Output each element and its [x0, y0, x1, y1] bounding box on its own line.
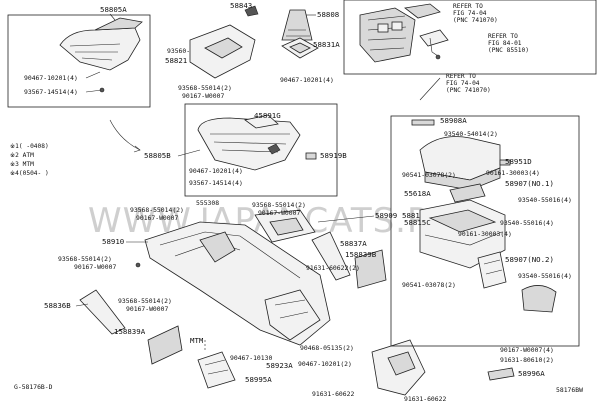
console-body	[144, 209, 331, 346]
label-58805A: 58805A	[100, 5, 127, 14]
label-58836: 58836B	[44, 301, 71, 310]
label-93567-a: 93567-14514(4)	[24, 88, 78, 96]
label-58815B: 58815B	[402, 211, 429, 220]
label-58910: 58910	[102, 237, 124, 246]
label-55530: 555308	[196, 199, 219, 207]
part-58995	[197, 351, 236, 389]
part-158839B	[354, 249, 387, 289]
label-58808: 58808	[317, 10, 339, 19]
label-58995: 58995A	[245, 375, 272, 384]
armrest-box	[390, 115, 580, 347]
label-91631-c: 91631-60622	[404, 395, 446, 403]
legend-3: ※3 MTM	[10, 161, 34, 168]
label-93567-b: 93567-14514(4)	[189, 179, 243, 187]
label-90167-e: 90167-W0007	[126, 305, 168, 313]
legend-1: ※1( -0408)	[10, 143, 49, 150]
part-58996-pad	[521, 285, 557, 313]
label-90467-e: 90467-10201(2)	[298, 360, 352, 368]
label-91631-a: 91631-60622(2)	[306, 264, 360, 272]
label-90167-a: 90167-W0007	[182, 92, 224, 100]
label-93540-a: 93540-54014(2)	[444, 130, 498, 138]
label-58821: 58821	[165, 56, 187, 65]
assembly-arrow	[109, 119, 141, 151]
label-90467-a: 90467-10201(4)	[24, 74, 78, 82]
label-90541-b: 90541-03078(2)	[402, 281, 456, 289]
upper-left-box	[7, 13, 151, 108]
label-90161-b: 90161-30003(4)	[458, 230, 512, 238]
label-90467-c: 90467-10201(4)	[189, 167, 243, 175]
label-90467-d: 90467-10130	[230, 354, 272, 362]
label-58907-1: 58907(NO.1)	[505, 179, 554, 188]
label-158839B: 158839B	[345, 250, 377, 259]
label-93568-e: 93568-55014(2)	[118, 297, 172, 305]
label-mtm: MTM	[190, 336, 204, 345]
shift-boot	[281, 9, 313, 41]
refer-3a: REFER TO	[446, 73, 476, 80]
refer-3c: (PNC 741070)	[446, 87, 491, 94]
label-90167-b: 90167-W0007	[136, 214, 178, 222]
label-58923: 58923A	[266, 361, 293, 370]
refer-2a: REFER TO	[488, 33, 518, 40]
refer-2c: (PNC 85510)	[488, 47, 529, 54]
label-93568-a: 93568-55014(2)	[178, 84, 232, 92]
label-58843: 58843	[230, 1, 252, 10]
refer-3b: FIG 74-04	[446, 80, 480, 87]
label-90167-c: 90167-W0007	[258, 209, 300, 217]
refer-1a: REFER TO	[453, 3, 483, 10]
label-58837: 58837A	[340, 239, 367, 248]
label-90468: 90468-05135(2)	[300, 344, 354, 352]
label-93568-d: 93568-55014(2)	[58, 255, 112, 263]
label-58908: 58908A	[440, 116, 467, 125]
label-45891: 45891G	[254, 111, 281, 120]
label-93540-b: 93540-55016(4)	[518, 196, 572, 204]
label-58919: 58919B	[320, 151, 347, 160]
label-158839A: 158839A	[114, 327, 146, 336]
footer-right-id: 58176BW	[556, 386, 583, 394]
part-158839A	[147, 325, 183, 365]
refer-box	[343, 0, 597, 75]
label-58951: 58951D	[505, 157, 532, 166]
label-90161-a: 90161-30003(4)	[486, 169, 540, 177]
label-58805B: 58805B	[144, 151, 171, 160]
legend-4: ※4(0504- )	[10, 170, 49, 177]
label-93568-b: 93568-55014(2)	[130, 206, 184, 214]
refer-1b: FIG 74-04	[453, 10, 487, 17]
middle-box	[184, 103, 338, 197]
label-55618: 55618A	[404, 189, 431, 198]
label-90467-b: 90467-10201(4)	[280, 76, 334, 84]
refer-1c: (PNC 741070)	[453, 17, 498, 24]
label-58909: 58909	[375, 211, 397, 220]
label-90167-f: 90167-W0007(4)	[500, 346, 554, 354]
label-93540-c: 93540-55016(4)	[500, 219, 554, 227]
label-58831: 58831A	[313, 40, 340, 49]
label-90541-a: 90541-03078(2)	[402, 171, 456, 179]
footer-left-id: G-58176B-D	[14, 383, 53, 391]
label-93540-d: 93540-55016(4)	[518, 272, 572, 280]
part-58837	[311, 231, 351, 281]
label-58996: 58996A	[518, 369, 545, 378]
part-58836	[79, 289, 126, 335]
label-91631-d: 91631-80610(2)	[500, 356, 554, 364]
label-93568-c: 93568-55014(2)	[252, 201, 306, 209]
refer-2b: FIG 84-01	[488, 40, 522, 47]
legend-2: ※2 ATM	[10, 152, 34, 159]
label-91631-b: 91631-60622	[312, 390, 354, 398]
label-58907-2: 58907(NO.2)	[505, 255, 554, 264]
label-90167-d: 90167-W0007	[74, 263, 116, 271]
label-58815C: 58815C	[404, 218, 431, 227]
